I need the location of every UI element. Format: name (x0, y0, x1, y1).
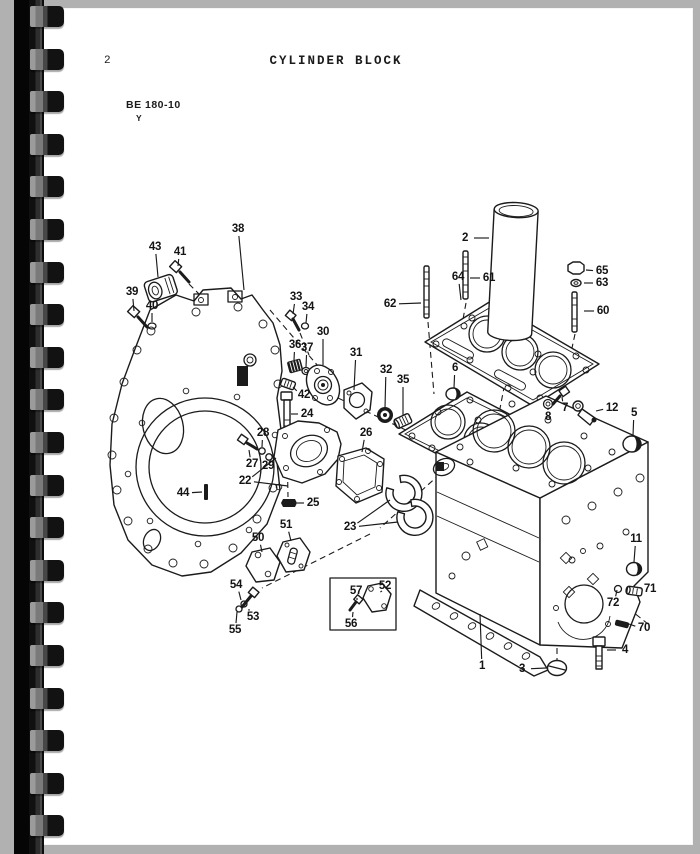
binding-tooth (30, 304, 64, 326)
binding-tooth (30, 559, 64, 581)
binding-tooth (30, 772, 64, 794)
manual-page (38, 8, 693, 845)
binding-tooth (30, 133, 64, 155)
binding-tooth (30, 48, 64, 70)
binding-tooth (30, 474, 64, 496)
binding-tooth (30, 815, 64, 837)
binding-tooth (30, 645, 64, 666)
binding-tooth (30, 687, 64, 709)
binding-tooth (30, 176, 64, 198)
binding-tooth (30, 261, 64, 283)
spiral-binding (0, 0, 70, 854)
binding-tooth (30, 517, 64, 539)
page-number: 2 (104, 55, 111, 67)
binding-tooth (30, 389, 64, 411)
binding-tooth (30, 91, 64, 113)
binding-tooth (30, 602, 64, 624)
binding-spine (14, 0, 44, 854)
binding-tooth (30, 219, 64, 240)
binding-tooth (30, 6, 64, 27)
page-title: CYLINDER BLOCK (269, 54, 403, 68)
figure-code-sub: Y (136, 113, 142, 123)
binding-tooth (30, 346, 64, 368)
binding-tooth (30, 432, 64, 453)
binding-tooth (30, 730, 64, 752)
figure-code: BE 180-10 (126, 99, 181, 111)
